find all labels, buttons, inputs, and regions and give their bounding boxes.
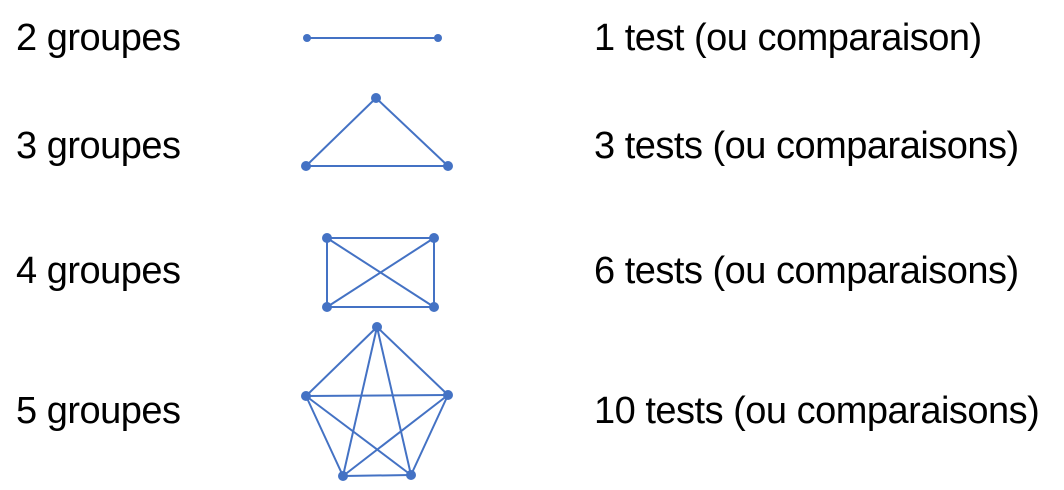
group-count-label-5: 5 groupes — [16, 390, 181, 432]
graph-node — [443, 390, 453, 400]
graph-edge — [305, 326, 378, 397]
graph-node — [322, 233, 332, 243]
graph-node — [443, 161, 453, 171]
graph-node — [406, 470, 416, 480]
graph-edge — [305, 97, 377, 167]
graph-k3 — [301, 93, 453, 171]
graph-k5 — [301, 322, 453, 481]
graph-edge — [342, 394, 449, 477]
graph-k2 — [303, 34, 442, 42]
group-count-label-2: 2 groupes — [16, 17, 181, 59]
test-count-label-1: 1 test (ou comparaison) — [594, 17, 982, 59]
graph-edge — [342, 474, 412, 477]
graph-edge — [326, 237, 435, 308]
graph-node — [429, 302, 439, 312]
test-count-label-10: 10 tests (ou comparaisons) — [594, 390, 1040, 432]
graph-node — [371, 93, 381, 103]
graph-node — [301, 391, 311, 401]
graph-edge — [305, 395, 412, 476]
graph-node — [301, 161, 311, 171]
group-count-label-3: 3 groupes — [16, 125, 181, 167]
group-count-label-4: 4 groupes — [16, 250, 181, 292]
graph-edge — [375, 97, 449, 167]
graph-node — [338, 471, 348, 481]
graph-edge — [376, 326, 449, 396]
graph-node — [429, 233, 439, 243]
test-count-label-3: 3 tests (ou comparaisons) — [594, 125, 1019, 167]
graph-edge — [376, 326, 412, 476]
graph-edge — [410, 394, 449, 476]
graph-node — [434, 34, 442, 42]
test-count-label-6: 6 tests (ou comparaisons) — [594, 250, 1019, 292]
graph-node — [322, 302, 332, 312]
graph-edge — [305, 395, 344, 477]
graph-k4 — [322, 233, 439, 312]
graph-node — [372, 322, 382, 332]
graph-node — [303, 34, 311, 42]
graph-edge — [305, 394, 449, 397]
graph-edge — [342, 326, 378, 477]
